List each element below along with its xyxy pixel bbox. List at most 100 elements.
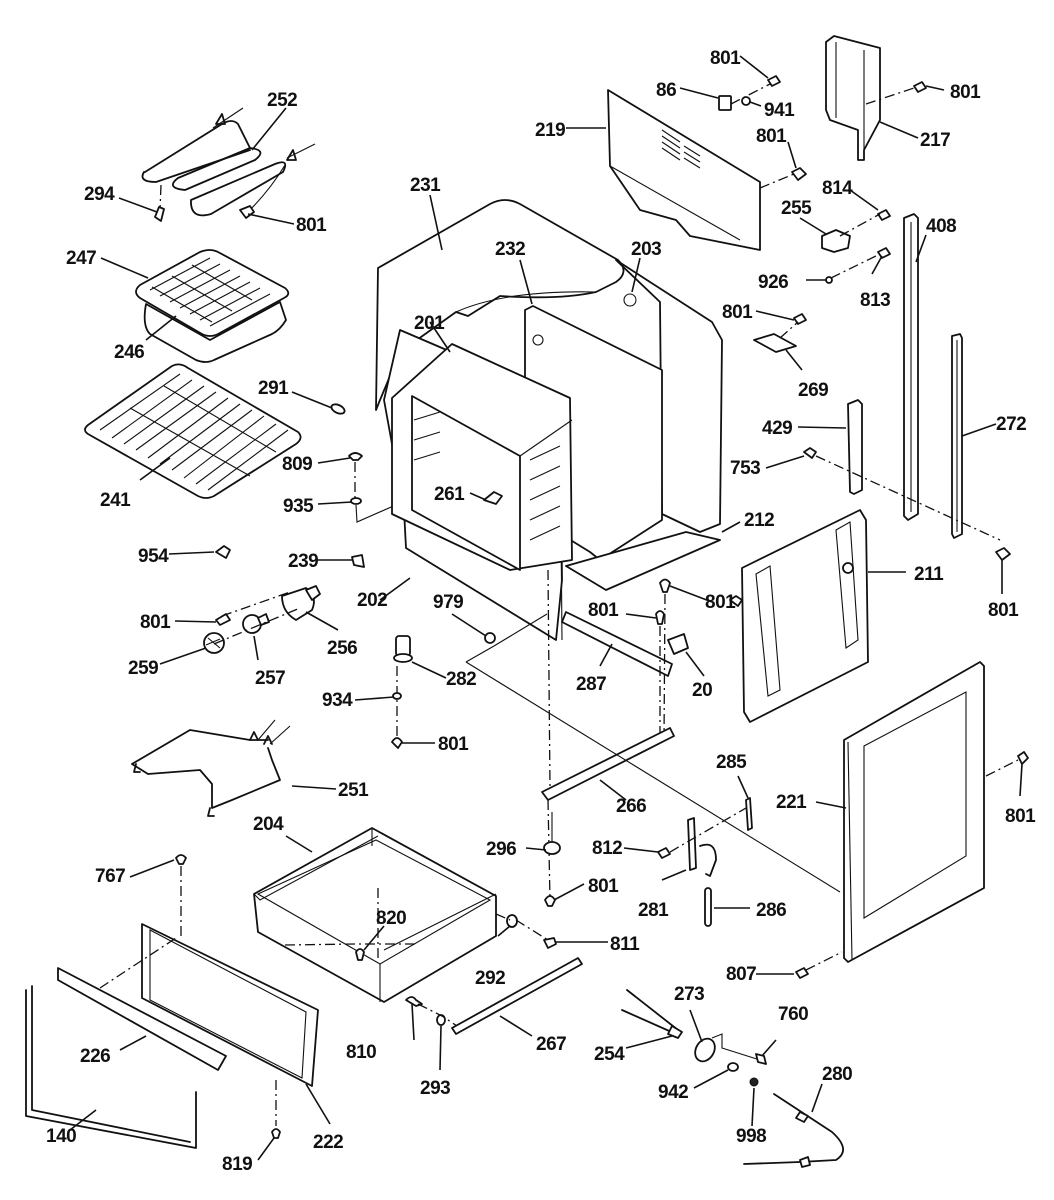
drawer-trim (25, 985, 197, 1149)
bracket-20 (667, 633, 689, 655)
storage-drawer (253, 827, 497, 1003)
label-292: 292 (475, 968, 505, 989)
label-246: 246 (114, 342, 144, 363)
leader-lines (69, 55, 1023, 1161)
screw-801i (913, 81, 927, 93)
latch-spring-285 (745, 797, 753, 831)
wire-harness-254 (621, 989, 683, 1039)
label-753: 753 (730, 458, 760, 479)
screw-760 (755, 1053, 767, 1065)
label-239: 239 (288, 551, 318, 572)
label-801: 801 (588, 600, 619, 621)
label-272: 272 (996, 414, 1026, 435)
screw-801j (793, 313, 807, 325)
leg-axis (547, 569, 551, 901)
label-217: 217 (920, 130, 950, 151)
screw-801d (655, 610, 665, 740)
drawer-axis (99, 937, 177, 989)
label-254: 254 (594, 1044, 625, 1065)
label-261: 261 (434, 484, 465, 505)
screw-753 (803, 447, 817, 459)
clip-954 (215, 545, 231, 559)
screw-801l-side (729, 595, 743, 607)
label-801: 801 (950, 82, 981, 103)
broiler-pan-grid (135, 249, 290, 337)
label-232: 232 (495, 239, 525, 260)
oven-liner (391, 343, 573, 571)
back-panel (615, 259, 723, 533)
label-20: 20 (692, 680, 712, 701)
label-801: 801 (705, 592, 736, 613)
label-285: 285 (716, 752, 747, 773)
side-trim-408 (903, 213, 919, 521)
label-267: 267 (536, 1034, 566, 1055)
label-820: 820 (376, 908, 406, 929)
washer-942 (727, 1062, 739, 1072)
label-979: 979 (433, 592, 463, 613)
lamp-cover (203, 632, 225, 654)
bracket-239 (351, 554, 365, 568)
assembly-line (465, 661, 841, 893)
panel-axis-bottom (805, 951, 843, 971)
label-241: 241 (100, 490, 131, 511)
rack-support-261 (483, 491, 503, 505)
label-256: 256 (327, 638, 357, 659)
washer-axis (830, 253, 881, 279)
light-bulb (242, 613, 270, 634)
bracket-269 (753, 333, 797, 353)
label-941: 941 (764, 100, 795, 121)
drawer-front (141, 923, 319, 1087)
bracket-axis (865, 87, 915, 105)
screw-801c (391, 737, 403, 749)
screw-767 (175, 854, 187, 936)
label-296: 296 (486, 839, 516, 860)
terminal-block (821, 229, 851, 253)
screw-801k (995, 547, 1011, 561)
roller-811-axis (515, 919, 549, 941)
label-203: 203 (631, 239, 661, 260)
label-202: 202 (357, 590, 387, 611)
label-998: 998 (736, 1126, 766, 1147)
label-259: 259 (128, 658, 158, 679)
panel-axis-right (985, 759, 1019, 777)
trim-axis (815, 455, 1001, 541)
label-801: 801 (756, 126, 787, 147)
label-814: 814 (822, 178, 853, 199)
rear-cover (607, 89, 761, 251)
label-211: 211 (914, 564, 944, 585)
screw-801g (767, 75, 781, 87)
drawer-slide-267 (451, 957, 583, 1035)
broil-element (141, 107, 316, 217)
latch-axis (669, 807, 747, 853)
drawer-handle (57, 967, 227, 1071)
channel-bracket (825, 35, 881, 161)
label-767: 767 (95, 866, 125, 887)
label-201: 201 (414, 313, 445, 334)
label-280: 280 (822, 1064, 852, 1085)
oven-insulation-top (375, 199, 625, 411)
clip-86 (718, 95, 732, 111)
label-294: 294 (84, 184, 115, 205)
label-954: 954 (138, 546, 169, 567)
label-226: 226 (80, 1046, 110, 1067)
label-212: 212 (744, 510, 774, 531)
label-231: 231 (410, 175, 441, 196)
clip-axis (730, 83, 771, 105)
screw-807 (795, 967, 809, 979)
label-819: 819 (222, 1154, 252, 1175)
side-panel-outer (843, 661, 985, 963)
label-813: 813 (860, 290, 890, 311)
cover-axis (759, 173, 795, 189)
label-287: 287 (576, 674, 606, 695)
label-760: 760 (778, 1004, 808, 1025)
screw-801h (791, 167, 807, 181)
leader-935-assembly (355, 503, 399, 523)
label-291: 291 (258, 378, 289, 399)
nut-941 (741, 96, 751, 106)
label-266: 266 (616, 796, 646, 817)
clip-291 (330, 403, 346, 415)
side-trim-272 (951, 333, 963, 539)
label-204: 204 (253, 814, 284, 835)
probe-receptacle-273 (694, 1033, 761, 1063)
